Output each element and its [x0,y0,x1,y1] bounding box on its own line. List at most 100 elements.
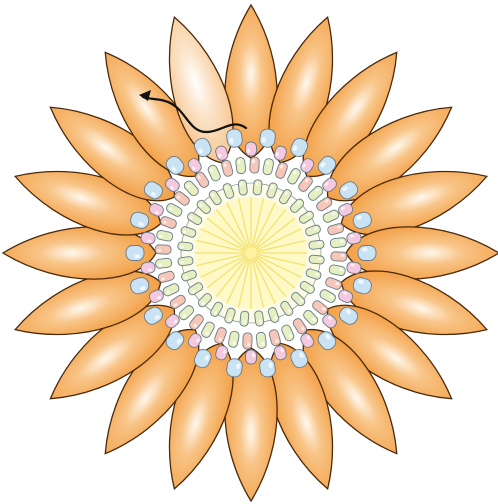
center-bead [254,311,264,327]
bead-shine [157,249,161,252]
outer-bead [358,246,376,261]
bead-shape [140,261,155,274]
bead-shape [155,258,172,269]
bead-shape [297,175,314,193]
inner-bead [155,245,171,255]
bead-shape [246,350,257,364]
inner-bead [262,158,274,175]
inner-bead [235,157,246,174]
bead-shape [330,237,347,248]
outer-bead [246,142,257,156]
bead-shape [140,232,155,245]
inner-bead [307,185,325,202]
bead-shine [362,248,367,252]
outer-bead [140,232,155,245]
bead-shape [322,209,340,224]
outer-bead [246,350,257,364]
bead-shape [254,311,264,327]
inner-bead [322,209,340,224]
inner-bead [155,258,172,269]
bead-shape [286,167,302,185]
inner-bead [302,309,319,327]
center-bead [253,179,262,195]
bead-shine [252,159,255,163]
bead-shape [262,158,274,175]
bead-shape [126,246,144,261]
inner-bead [156,230,173,242]
bead-shape [331,252,347,262]
bead-shape [280,324,295,342]
inner-bead [162,282,180,297]
bead-shape [173,190,191,207]
bead-shape [302,309,319,327]
bead-shape [156,230,173,242]
center-bead [240,311,249,327]
bead-shape [243,333,253,349]
bead-shape [319,288,337,304]
bead-shape [307,185,325,202]
bead-shape [268,329,281,347]
inner-bead [159,215,177,229]
inner-bead [250,157,260,173]
inner-bead [213,326,227,344]
inner-bead [275,161,289,179]
bead-shape [177,242,193,251]
bead-shape [329,264,346,276]
inner-bead [324,277,342,291]
bead-shape [159,215,177,229]
inner-bead [256,332,267,349]
bead-shape [183,179,200,197]
bead-shine [252,353,255,357]
inner-bead [329,264,346,276]
inner-bead [327,223,345,236]
bead-shape [346,232,361,245]
bead-shape [246,142,257,156]
inner-bead [157,270,175,283]
inner-bead [319,288,337,304]
bead-shape [162,282,180,297]
bead-shape [253,179,262,195]
inner-bead [173,190,191,207]
bead-shape [324,277,342,291]
inner-bead [311,299,329,316]
bead-shape [240,311,249,327]
bead-shape [250,157,260,173]
inner-bead [280,324,295,342]
inner-bead [243,333,253,349]
inner-bead [286,167,302,185]
bead-shine [247,149,250,153]
outer-bead [126,246,144,261]
bead-shape [155,245,171,255]
center-bead [178,256,194,266]
bead-shape [165,202,183,218]
inner-bead [165,202,183,218]
bead-shape [235,157,246,174]
inner-bead [228,331,240,348]
bead-shine [341,254,345,257]
bead-shine [135,255,140,259]
inner-bead [188,313,205,331]
inner-bead [297,175,314,193]
center-bead [238,180,248,196]
inner-bead [183,179,200,197]
bead-shape [177,304,195,321]
inner-bead [330,237,347,248]
bead-shape [157,270,175,283]
inner-bead [331,252,347,262]
inner-bead [177,304,195,321]
inner-bead [221,159,234,177]
bead-shape [200,321,216,339]
center-bead [177,242,193,251]
bead-shape [311,299,329,316]
center-dot [245,247,257,259]
outer-bead [346,261,361,274]
bead-shape [188,313,205,331]
bead-shape [309,255,325,264]
center-bead [309,255,325,264]
outer-bead [140,261,155,274]
outer-bead [346,232,361,245]
inner-bead [207,164,222,182]
bead-shape [256,332,267,349]
inner-bead [200,321,216,339]
